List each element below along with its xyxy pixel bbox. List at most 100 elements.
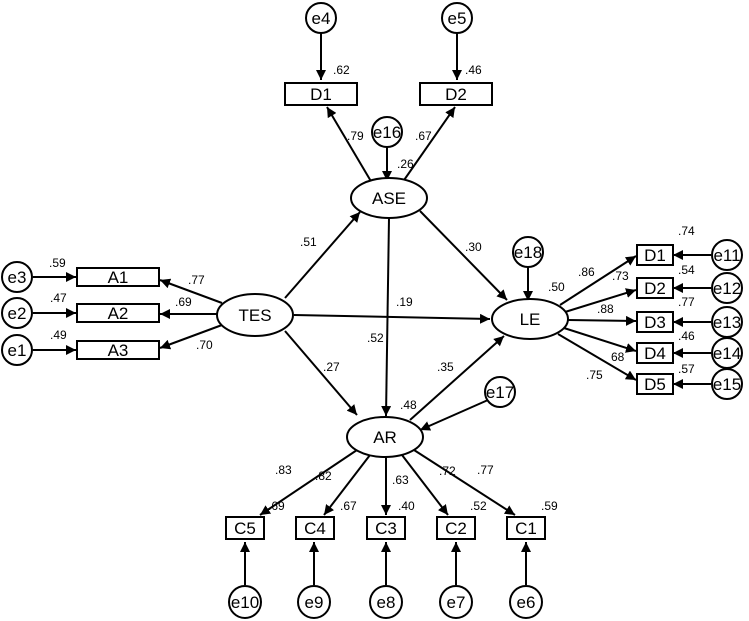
- r2-d2-top: .46: [465, 63, 482, 77]
- indicator-a1-label: A1: [108, 268, 129, 287]
- indicator-a3-label: A3: [108, 341, 129, 360]
- arrow-tes-a3: [159, 324, 223, 350]
- r2-a2: .47: [50, 291, 67, 305]
- indicator-d5-label: D5: [644, 375, 666, 394]
- arrow-tes-ar: [284, 330, 358, 416]
- latent-ase: ASE: [350, 177, 428, 219]
- r2-d1-top: .62: [333, 63, 350, 77]
- indicator-c3-label: C3: [375, 519, 397, 538]
- latent-le: LE: [491, 298, 569, 340]
- indicator-d4-label: D4: [644, 344, 666, 363]
- error-e10: e10: [228, 585, 262, 619]
- loading-ar-c4: .82: [315, 469, 332, 483]
- error-e13-label: e13: [713, 313, 741, 332]
- error-e16-label: e16: [373, 123, 401, 142]
- r2-le: .50: [548, 280, 565, 294]
- arrow-ase-le: [419, 210, 508, 301]
- latent-ar-label: AR: [373, 428, 397, 447]
- arrow-tes-a1: [159, 278, 223, 304]
- loading-le-d4: 68: [611, 350, 625, 364]
- error-e18-label: e18: [514, 243, 542, 262]
- arrow-tes-ase: [284, 211, 361, 299]
- r2-a3: .49: [50, 328, 67, 342]
- indicator-d1: D1: [636, 244, 674, 266]
- latent-ar: AR: [346, 416, 424, 458]
- error-e14: e14: [711, 337, 743, 369]
- error-e3-label: e3: [8, 268, 27, 287]
- error-e7: e7: [439, 585, 473, 619]
- error-e12: e12: [711, 272, 743, 304]
- error-e2: e2: [1, 297, 33, 329]
- error-e11-label: e11: [713, 246, 740, 265]
- error-e6: e6: [509, 585, 543, 619]
- indicator-a3: A3: [76, 340, 160, 360]
- coef-tes-ase: .51: [300, 235, 317, 249]
- indicator-d3: D3: [636, 311, 674, 333]
- loading-tes-a3: .70: [196, 338, 213, 352]
- error-e15-label: e15: [713, 375, 741, 394]
- error-e9: e9: [297, 585, 331, 619]
- coef-ar-le: .35: [437, 360, 454, 374]
- edges: [33, 33, 711, 585]
- indicators: D1 D2 A1 A2 A3 D1 D2 D3: [76, 82, 674, 540]
- error-e17-label: e17: [486, 383, 514, 402]
- error-e17: e17: [484, 376, 516, 408]
- loading-le-d3: .88: [597, 302, 614, 316]
- r2-c4: .67: [340, 499, 357, 513]
- arrow-le-d4: [563, 327, 637, 353]
- indicator-c1-label: C1: [515, 519, 537, 538]
- indicator-c1: C1: [506, 516, 546, 540]
- loading-ar-c1: .77: [477, 463, 494, 477]
- error-e11: e11: [711, 239, 743, 271]
- error-e4-label: e4: [312, 9, 331, 28]
- r2-ase: .26: [397, 157, 414, 171]
- arrow-le-d5: [557, 333, 637, 381]
- indicator-c3: C3: [366, 516, 406, 540]
- coef-tes-le: .19: [396, 295, 413, 309]
- loading-ar-c2: .72: [439, 464, 456, 478]
- indicator-d2-label: D2: [644, 279, 666, 298]
- r2-d5: .57: [678, 362, 695, 376]
- arrow-ar-le: [409, 335, 505, 421]
- error-e15: e15: [711, 368, 743, 400]
- error-e5: e5: [441, 2, 473, 34]
- error-e7-label: e7: [447, 593, 466, 612]
- indicator-c5: C5: [225, 516, 265, 540]
- error-e3: e3: [1, 261, 33, 293]
- latent-tes-label: TES: [238, 306, 271, 325]
- latent-variables: TES ASE LE AR: [216, 177, 569, 458]
- loading-le-d1: .86: [578, 265, 595, 279]
- error-e4: e4: [305, 2, 337, 34]
- error-e9-label: e9: [305, 593, 324, 612]
- coef-ase-ar: .52: [367, 331, 384, 345]
- r2-ar: .48: [400, 398, 417, 412]
- arrow-ase-d1top: [326, 106, 373, 184]
- r2-d2: .54: [678, 263, 695, 277]
- error-e1: e1: [1, 334, 33, 366]
- indicator-d3-label: D3: [644, 313, 666, 332]
- r2-d3: .77: [678, 295, 695, 309]
- indicator-c4-label: C4: [304, 519, 326, 538]
- r2-c1: .59: [541, 499, 558, 513]
- error-e18: e18: [512, 236, 544, 268]
- path-coefficients: .51 .19 .27 .30 .52 .35: [300, 235, 482, 374]
- indicator-c5-label: C5: [234, 519, 256, 538]
- rsquared-values: .62 .46 .26 .50 .48 .59 .47 .49 .74 .54 …: [49, 63, 695, 513]
- indicator-a1: A1: [76, 267, 160, 287]
- arrow-ar-c2: [401, 454, 449, 516]
- loading-tes-a2: .69: [175, 295, 192, 309]
- loading-le-d2: .73: [612, 269, 629, 283]
- loading-ar-c5: .83: [275, 463, 292, 477]
- r2-a1: .59: [49, 256, 66, 270]
- loading-ase-d2: .67: [415, 129, 432, 143]
- r2-d1: .74: [678, 224, 695, 238]
- coef-tes-ar: .27: [323, 360, 340, 374]
- loading-coefficients: .79 .67 .77 .69 .70 .86 .73 .88 68 .75 .…: [175, 129, 629, 487]
- arrow-tes-le: [293, 313, 491, 324]
- arrow-ar-c5: [259, 449, 358, 516]
- arrow-ase-d2top: [401, 106, 456, 184]
- error-e8: e8: [369, 585, 403, 619]
- loading-ar-c3: .63: [392, 473, 409, 487]
